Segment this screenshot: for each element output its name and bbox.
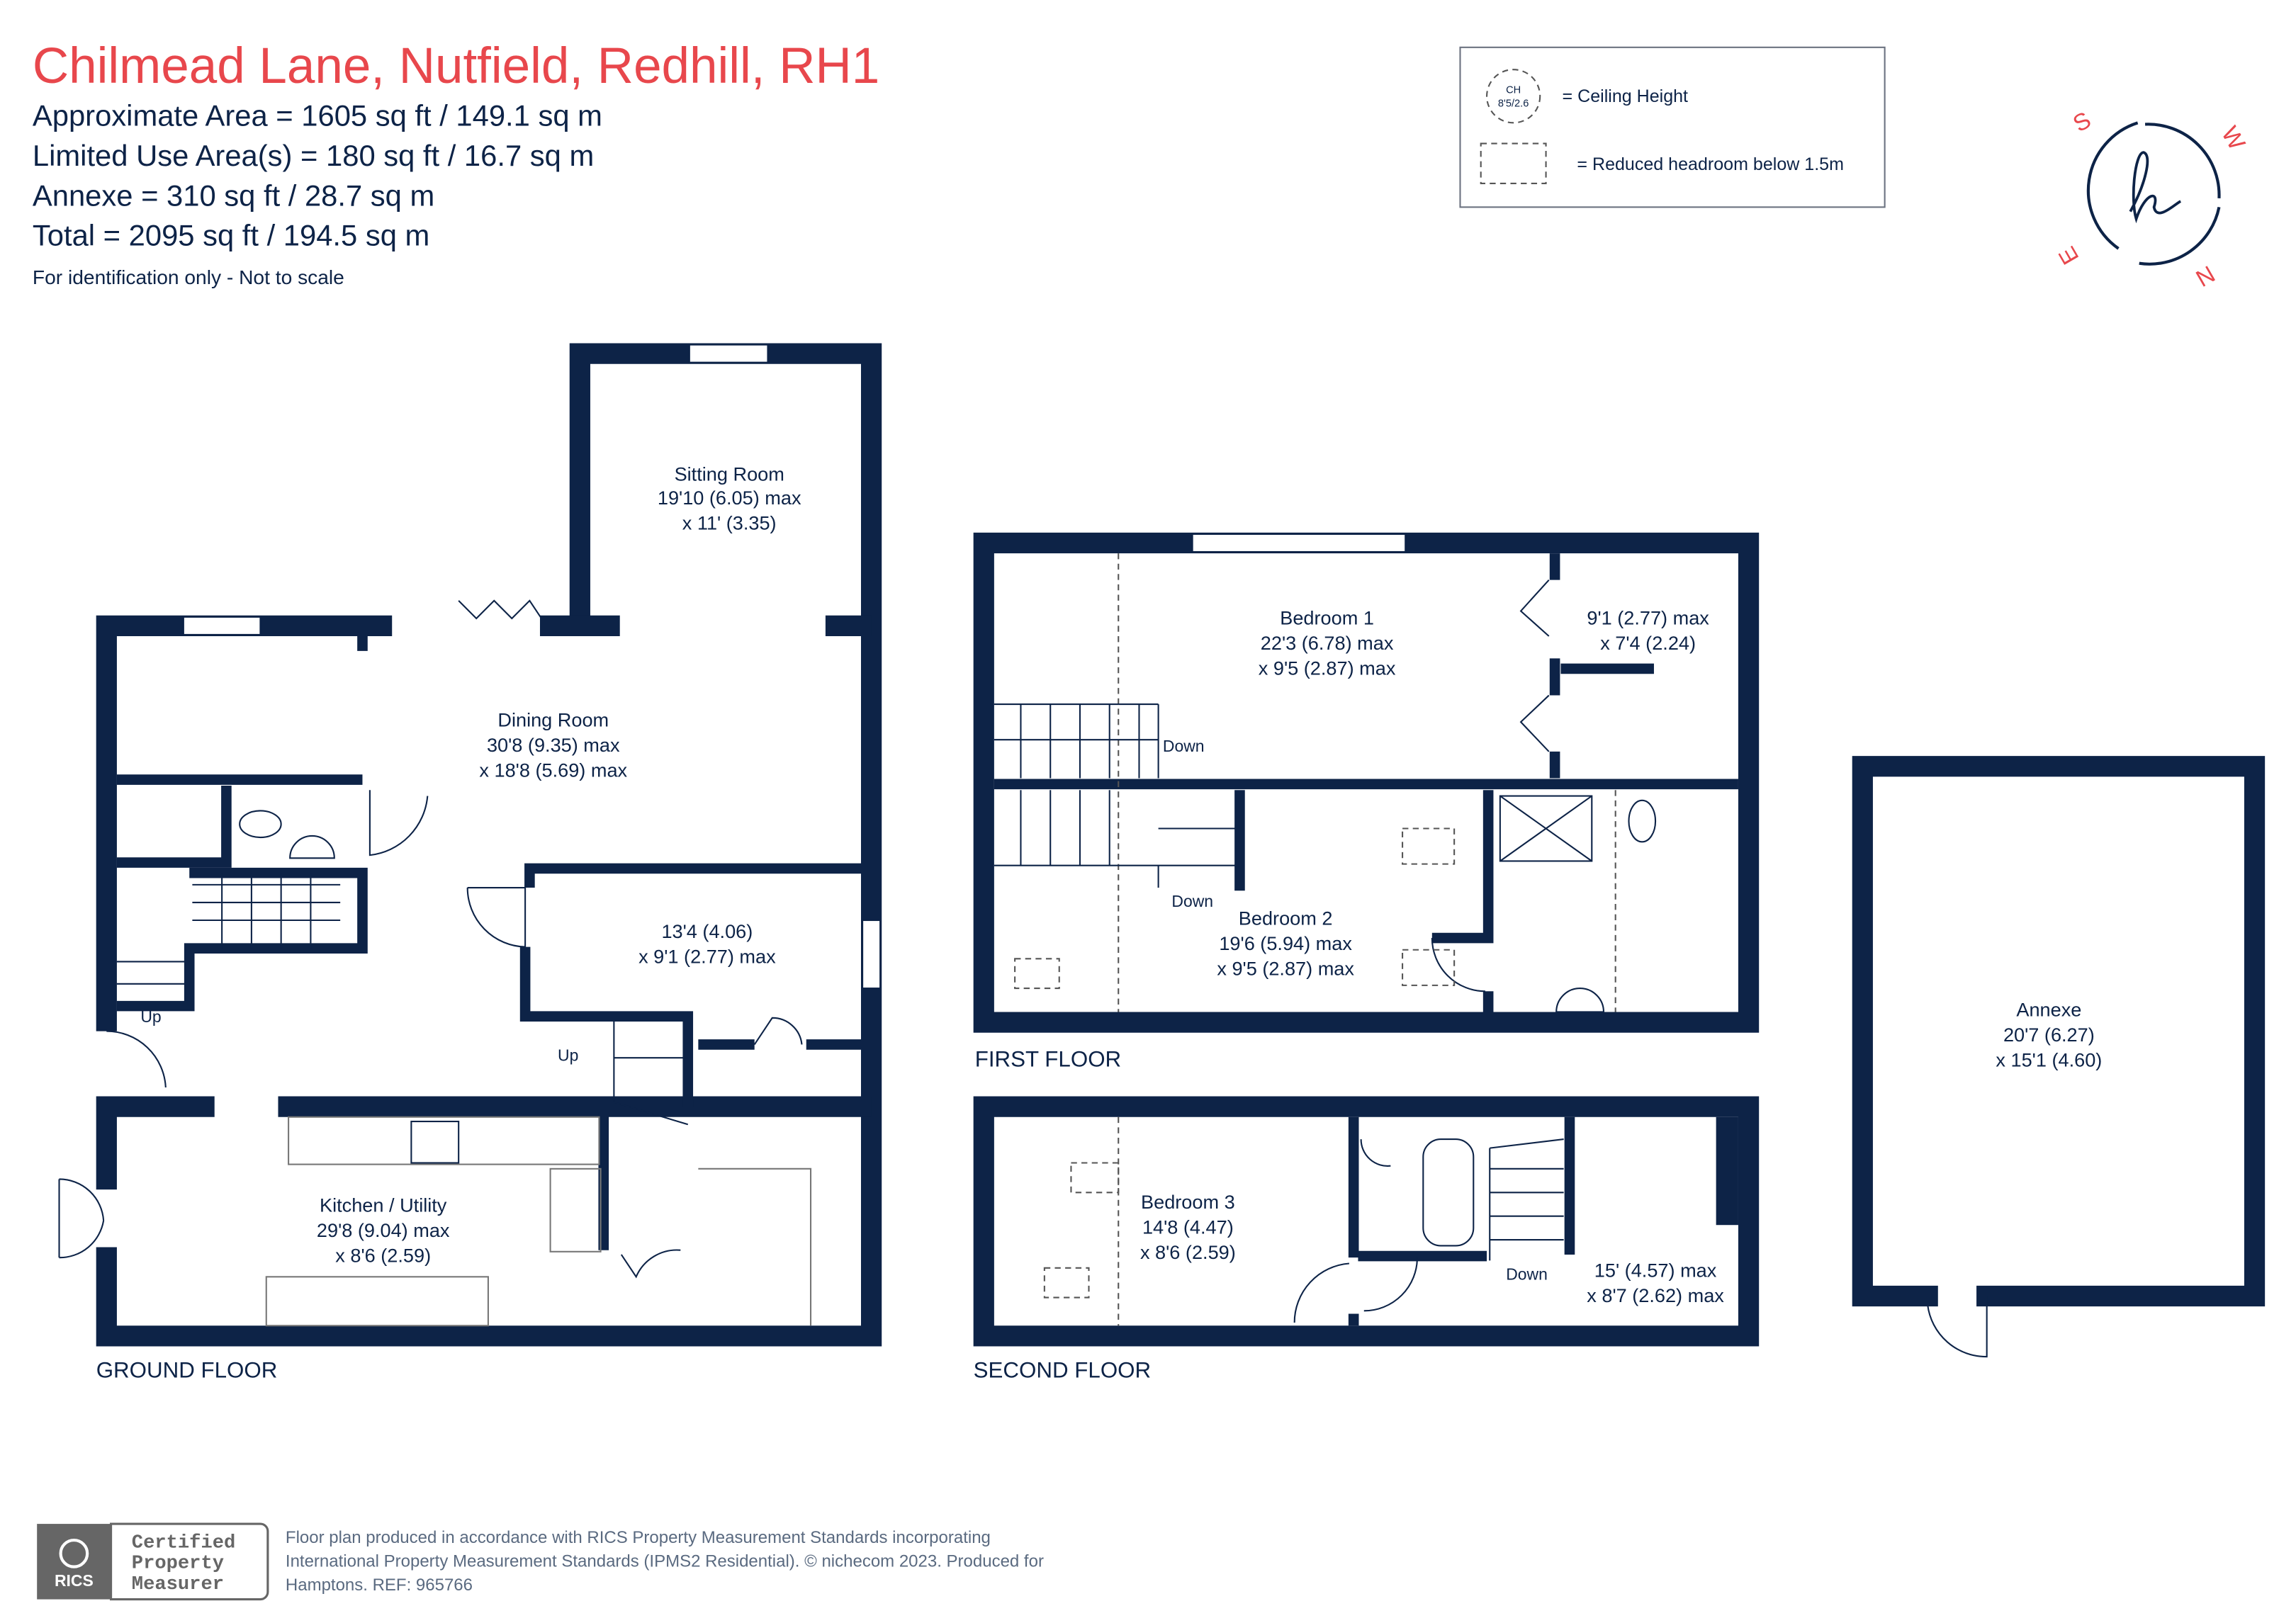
svg-text:E: E — [2054, 242, 2084, 268]
svg-text:x 9'1 (2.77) max: x 9'1 (2.77) max — [638, 946, 776, 968]
annexe-area: Annexe = 310 sq ft / 28.7 sq m — [33, 179, 434, 212]
approximate-area: Approximate Area = 1605 sq ft / 149.1 sq… — [33, 99, 602, 132]
basin-icon — [289, 835, 335, 859]
svg-text:30'8 (9.35) max: 30'8 (9.35) max — [487, 734, 620, 756]
svg-text:29'8 (9.04) max: 29'8 (9.04) max — [317, 1219, 450, 1241]
svg-text:15' (4.57) max: 15' (4.57) max — [1594, 1259, 1717, 1281]
disclaimer: For identification only - Not to scale — [33, 266, 344, 288]
svg-text:Sitting Room: Sitting Room — [675, 463, 784, 485]
svg-text:Measurer: Measurer — [132, 1573, 224, 1595]
annexe-plan: Annexe 20'7 (6.27) x 15'1 (4.60) — [1852, 756, 2266, 1358]
h-logo-icon — [2129, 151, 2182, 224]
ground-floor-plan: Sitting Room 19'10 (6.05) max x 11' (3.3… — [58, 343, 882, 1382]
svg-text:Down: Down — [1171, 892, 1213, 910]
compass-logo: S W N E — [2054, 107, 2250, 291]
svg-text:Property: Property — [132, 1553, 224, 1575]
property-title: Chilmead Lane, Nutfield, Redhill, RH1 — [33, 38, 879, 94]
svg-text:CH: CH — [1506, 85, 1521, 96]
svg-text:19'10 (6.05) max: 19'10 (6.05) max — [658, 487, 801, 509]
svg-text:S: S — [2069, 107, 2095, 137]
svg-text:Bedroom 2: Bedroom 2 — [1239, 907, 1333, 929]
toilet-icon — [1628, 799, 1657, 843]
reduced-headroom-label: = Reduced headroom below 1.5m — [1577, 154, 1844, 174]
svg-text:x 8'7 (2.62) max: x 8'7 (2.62) max — [1587, 1284, 1724, 1306]
svg-text:RICS: RICS — [55, 1571, 94, 1590]
ceiling-height-icon — [1486, 69, 1541, 124]
ceiling-height-label: = Ceiling Height — [1563, 86, 1689, 106]
svg-text:Down: Down — [1506, 1265, 1548, 1283]
footer-text-line-3: Hamptons. REF: 965766 — [286, 1576, 473, 1595]
svg-text:N: N — [2191, 260, 2219, 291]
svg-text:19'6 (5.94) max: 19'6 (5.94) max — [1219, 932, 1352, 954]
svg-text:x 8'6 (2.59): x 8'6 (2.59) — [1140, 1241, 1236, 1263]
svg-text:W: W — [2216, 122, 2250, 154]
svg-text:x 7'4 (2.24): x 7'4 (2.24) — [1600, 632, 1696, 654]
toilet-icon — [239, 810, 282, 839]
second-floor-plan: Bedroom 3 14'8 (4.47) x 8'6 (2.59) 15' (… — [974, 1096, 1760, 1382]
rics-lion-icon — [59, 1538, 89, 1568]
svg-text:22'3 (6.78) max: 22'3 (6.78) max — [1261, 632, 1394, 654]
second-floor-label: SECOND FLOOR — [974, 1357, 1151, 1382]
basin-icon — [1555, 988, 1605, 1013]
svg-text:Bedroom 3: Bedroom 3 — [1141, 1191, 1235, 1213]
hob-icon — [410, 1120, 460, 1164]
svg-text:14'8 (4.47): 14'8 (4.47) — [1142, 1216, 1234, 1238]
ground-floor-label: GROUND FLOOR — [96, 1357, 278, 1382]
svg-text:9'1 (2.77) max: 9'1 (2.77) max — [1587, 606, 1709, 628]
svg-text:x 11' (3.35): x 11' (3.35) — [682, 512, 777, 534]
svg-text:Bedroom 1: Bedroom 1 — [1280, 606, 1374, 628]
svg-text:8'5/2.6: 8'5/2.6 — [1498, 98, 1529, 109]
first-floor-label: FIRST FLOOR — [975, 1047, 1121, 1072]
limited-use-area: Limited Use Area(s) = 180 sq ft / 16.7 s… — [33, 139, 594, 172]
svg-text:Kitchen / Utility: Kitchen / Utility — [320, 1194, 447, 1216]
footer-text-line-2: International Property Measurement Stand… — [286, 1552, 1044, 1571]
svg-text:x 8'6 (2.59): x 8'6 (2.59) — [335, 1244, 431, 1266]
svg-text:Dining Room: Dining Room — [497, 708, 609, 730]
shower-icon — [1499, 795, 1593, 862]
svg-text:Annexe: Annexe — [2016, 999, 2081, 1021]
bath-icon — [1422, 1138, 1475, 1247]
svg-text:13'4 (4.06): 13'4 (4.06) — [661, 920, 753, 942]
total-area: Total = 2095 sq ft / 194.5 sq m — [33, 219, 429, 252]
svg-text:x 9'5 (2.87) max: x 9'5 (2.87) max — [1217, 957, 1354, 979]
first-floor-plan: Bedroom 1 22'3 (6.78) max x 9'5 (2.87) m… — [973, 532, 1760, 1072]
footer-text-line-1: Floor plan produced in accordance with R… — [286, 1528, 991, 1547]
rics-badge: RICS Certified Property Measurer — [37, 1522, 269, 1601]
svg-text:x 15'1 (4.60): x 15'1 (4.60) — [1996, 1049, 2102, 1071]
svg-text:Down: Down — [1163, 737, 1205, 755]
svg-text:Up: Up — [558, 1046, 578, 1064]
svg-text:x 18'8 (5.69) max: x 18'8 (5.69) max — [479, 759, 627, 781]
svg-text:Up: Up — [140, 1007, 161, 1026]
svg-text:20'7 (6.27): 20'7 (6.27) — [2003, 1024, 2095, 1046]
reduced-headroom-icon — [1480, 142, 1547, 185]
svg-text:Certified: Certified — [132, 1532, 235, 1554]
legend: CH 8'5/2.6 = Ceiling Height = Reduced he… — [1459, 46, 1886, 208]
svg-text:x 9'5 (2.87) max: x 9'5 (2.87) max — [1259, 657, 1396, 679]
